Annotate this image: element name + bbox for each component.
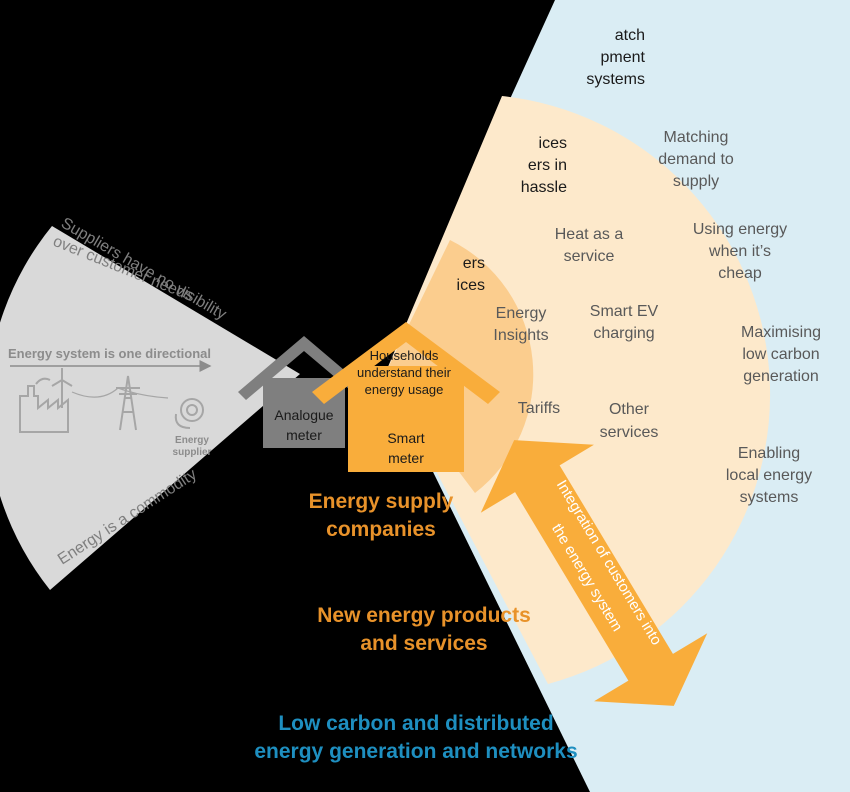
flow-label: Energy system is one directional [8, 346, 211, 361]
caption-products-2: and services [360, 632, 487, 655]
smart-heading-2: understand their [357, 365, 452, 380]
smart-house-icon [312, 322, 500, 472]
tariffs-label: Tariffs [518, 400, 560, 417]
matching-2: demand to [658, 151, 734, 168]
maximising-1: Maximising [741, 324, 821, 341]
cream-partial-1: ices [539, 135, 567, 152]
cream-partial-3: hassle [521, 179, 567, 196]
using-1: Using energy [693, 221, 787, 238]
other-label-2: services [600, 424, 659, 441]
caption-lowcarbon-1: Low carbon and distributed [278, 712, 553, 735]
phone-icon [174, 398, 204, 429]
supplier-label-1: Energy [175, 435, 209, 446]
using-2: when it’s [708, 243, 771, 260]
caption-supply-1: Energy supply [309, 490, 454, 513]
ev-label-1: Smart EV [590, 303, 659, 320]
maximising-2: low carbon [742, 346, 819, 363]
matching-3: supply [673, 173, 719, 190]
using-3: cheap [718, 265, 762, 282]
local-2: local energy [726, 467, 812, 484]
supplier-label-2: supplier [173, 447, 212, 458]
caption-supply-2: companies [326, 518, 436, 541]
factory-icon [19, 377, 69, 433]
analogue-label-2: meter [286, 427, 322, 443]
blue-partial-1: atch [615, 27, 645, 44]
matching-1: Matching [664, 129, 729, 146]
heat-label-1: Heat as a [555, 226, 624, 243]
smart-heading-1: Households [370, 348, 439, 363]
wind-turbine-icon [51, 368, 73, 408]
smart-label-2: meter [388, 450, 424, 466]
energy-insights-2: Insights [493, 327, 548, 344]
caption-lowcarbon-2: energy generation and networks [254, 740, 577, 763]
local-3: systems [740, 489, 799, 506]
ev-label-2: charging [593, 325, 654, 342]
other-label-1: Other [609, 401, 650, 418]
smart-label-1: Smart [387, 430, 424, 446]
heat-label-2: service [564, 248, 615, 265]
cream-partial-2: ers in [528, 157, 567, 174]
caption-products-1: New energy products [317, 604, 531, 627]
integration-arrow [480, 440, 708, 706]
local-1: Enabling [738, 445, 800, 462]
grey-sector [0, 226, 300, 590]
blue-partial-3: systems [586, 71, 645, 88]
pylon-icon [116, 375, 140, 431]
orange-partial-1: ers [463, 255, 485, 272]
cream-ring [385, 96, 771, 684]
energy-insights-1: Energy [496, 305, 547, 322]
orange-partial-2: ices [457, 277, 485, 294]
maximising-3: generation [743, 368, 819, 385]
analogue-label-1: Analogue [274, 407, 333, 423]
blue-partial-2: pment [601, 49, 646, 66]
smart-heading-3: energy usage [365, 382, 444, 397]
